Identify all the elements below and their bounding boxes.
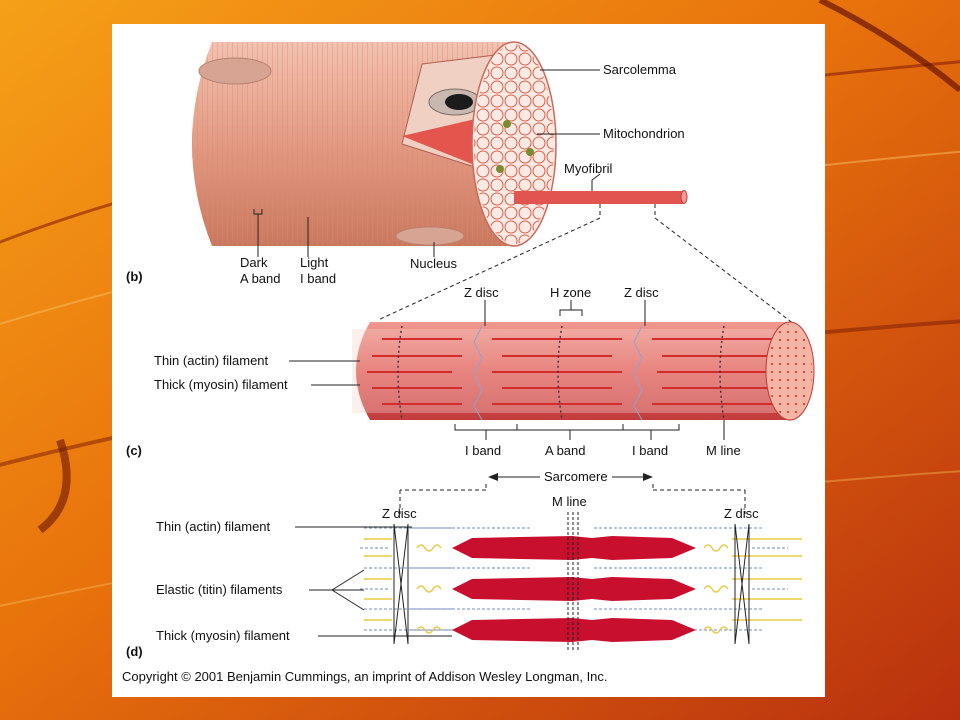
- nucleus-top: [198, 57, 272, 85]
- panel-d-label: (d): [126, 644, 143, 659]
- label-nucleus: Nucleus: [410, 256, 457, 271]
- label-light-band-2: I band: [300, 271, 336, 286]
- m-line-d: [567, 512, 579, 652]
- nucleus-bottom: [395, 226, 465, 246]
- panel-c-label: (c): [126, 443, 142, 458]
- label-dark-band-1: Dark: [240, 255, 268, 270]
- label-h-zone: H zone: [550, 285, 591, 300]
- label-i-band-left: I band: [465, 443, 501, 458]
- label-i-band-right: I band: [632, 443, 668, 458]
- label-thick-filament-d: Thick (myosin) filament: [156, 628, 290, 643]
- label-z-disc-right-d: Z disc: [724, 506, 759, 521]
- label-thin-filament-c: Thin (actin) filament: [154, 353, 269, 368]
- z-disc-zigzag: [473, 325, 643, 421]
- label-z-disc-left-c: Z disc: [464, 285, 499, 300]
- label-a-band: A band: [545, 443, 586, 458]
- label-sarcolemma: Sarcolemma: [603, 62, 677, 77]
- panel-b-label: (b): [126, 269, 143, 284]
- thick-filament-lines: [367, 338, 782, 405]
- label-z-disc-left-d: Z disc: [382, 506, 417, 521]
- label-dark-band-2: A band: [240, 271, 281, 286]
- diagram-panel: Sarcolemma Mitochondrion Myofibril Dark …: [112, 24, 825, 697]
- myosin-thick-filaments: [452, 536, 696, 642]
- m-line-marks: [397, 325, 725, 421]
- z-disc-lines-d: [393, 523, 750, 645]
- label-sarcomere: Sarcomere: [544, 469, 608, 484]
- label-elastic-filaments: Elastic (titin) filaments: [156, 582, 283, 597]
- label-mitochondrion: Mitochondrion: [603, 126, 685, 141]
- label-thick-filament-c: Thick (myosin) filament: [154, 377, 288, 392]
- label-myofibril: Myofibril: [564, 161, 613, 176]
- panel-c-myofibril: [352, 321, 815, 421]
- muscle-structure-diagram: Sarcolemma Mitochondrion Myofibril Dark …: [122, 41, 815, 684]
- panel-b-muscle-fiber: [192, 41, 688, 247]
- copyright-notice: Copyright © 2001 Benjamin Cummings, an i…: [122, 669, 608, 684]
- label-m-line-d: M line: [552, 494, 587, 509]
- label-light-band-1: Light: [300, 255, 329, 270]
- label-thin-filament-d: Thin (actin) filament: [156, 519, 271, 534]
- panel-d-sarcomere: [360, 512, 802, 652]
- label-m-line-c: M line: [706, 443, 741, 458]
- label-z-disc-right-c: Z disc: [624, 285, 659, 300]
